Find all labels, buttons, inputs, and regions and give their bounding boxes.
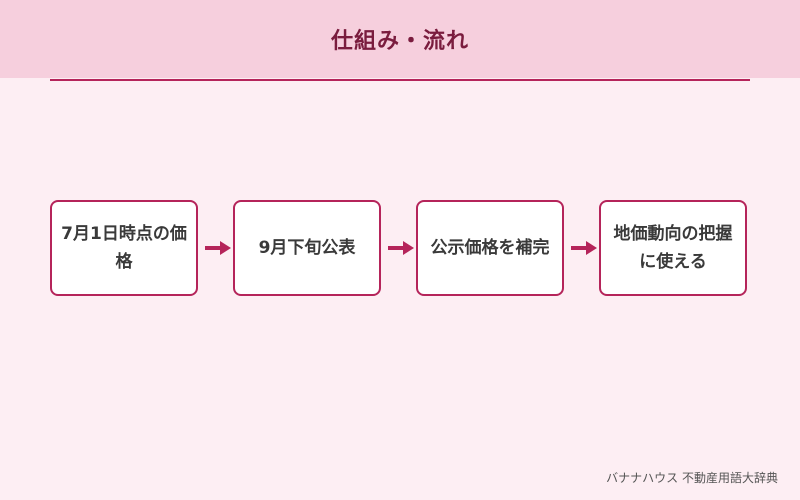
flow-step-3-label: 公示価格を補完 <box>430 238 550 258</box>
flow-step-1: 7月1日時点の価格 <box>50 200 198 296</box>
arrow-right-icon <box>571 241 597 255</box>
page-title: 仕組み・流れ <box>330 29 469 54</box>
footer-credit: バナナハウス 不動産用語大辞典 <box>606 471 778 485</box>
arrow-right-icon <box>205 241 231 255</box>
title-divider <box>50 79 750 81</box>
flow-step-3: 公示価格を補完 <box>416 200 564 296</box>
arrow-right-icon <box>388 241 414 255</box>
flow-step-1-label: 7月1日時点の価格 <box>61 224 187 272</box>
flow-diagram: 7月1日時点の価格 9月下旬公表 公示価格を補完 地価動向の把握に使える <box>50 200 750 300</box>
flow-step-4: 地価動向の把握に使える <box>599 200 747 296</box>
flow-step-2-label: 9月下旬公表 <box>258 238 356 258</box>
header-band: 仕組み・流れ <box>0 0 800 78</box>
flow-step-4-label: 地価動向の把握に使える <box>613 224 733 272</box>
flow-step-2: 9月下旬公表 <box>233 200 381 296</box>
